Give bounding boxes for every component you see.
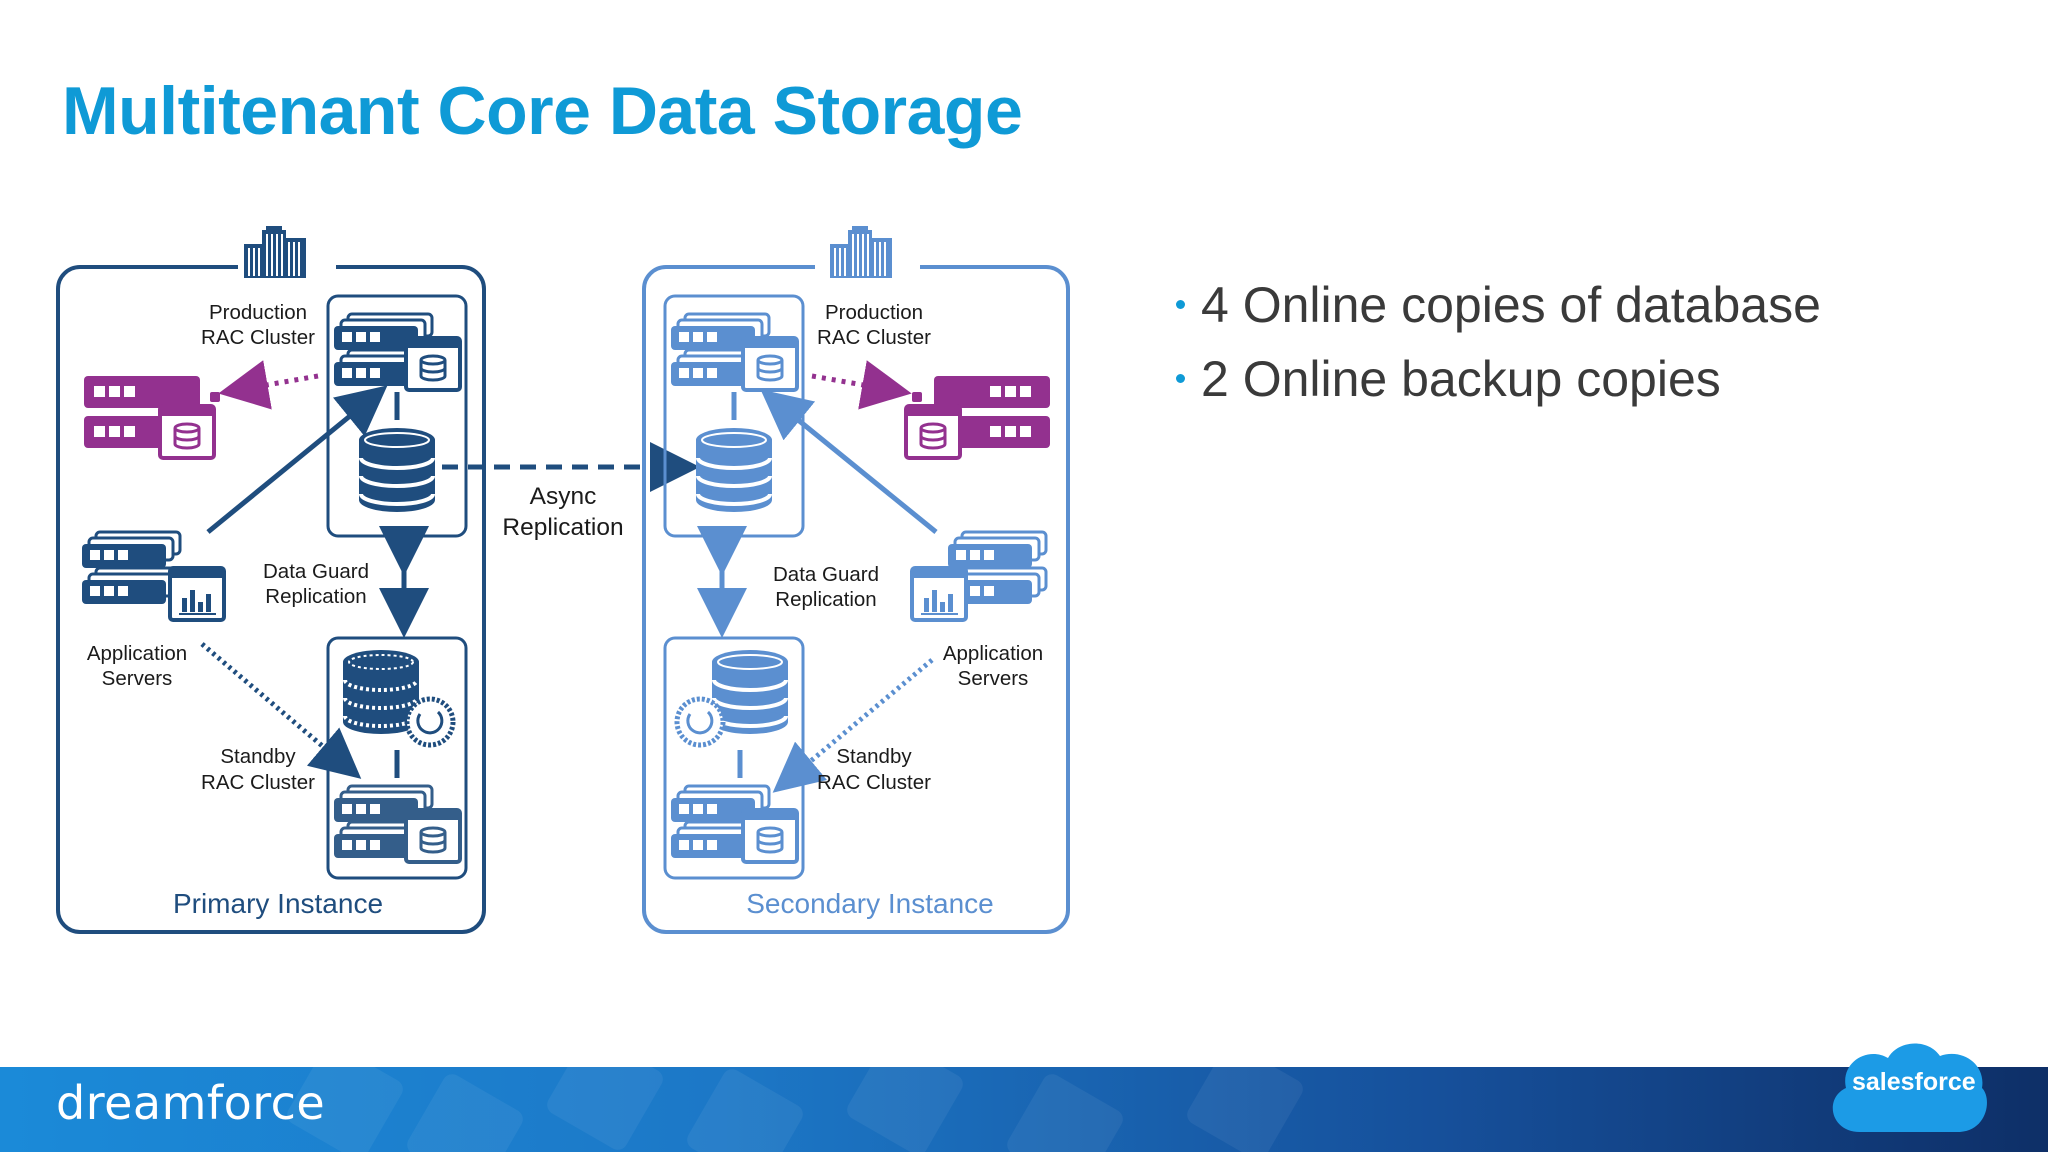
primary-standby-label-1: Standby <box>220 745 296 768</box>
secondary-app-to-production-arrow <box>760 389 938 534</box>
bullet-text: 4 Online copies of database <box>1201 277 1821 333</box>
slide-title: Multitenant Core Data Storage <box>62 73 1023 149</box>
primary-dataguard-label-2: Replication <box>265 585 366 608</box>
secondary-instance-frame <box>642 265 1070 934</box>
salesforce-logo-text: salesforce <box>1852 1068 1976 1096</box>
building-icon <box>829 225 893 279</box>
bullet-item: 4 Online copies of database <box>1176 268 1821 342</box>
bullet-item: 2 Online backup copies <box>1176 342 1821 416</box>
database-icon <box>694 426 774 514</box>
secondary-instance: Production RAC Cluster Data Guard Replic… <box>642 225 1070 934</box>
primary-app-to-production-arrow <box>206 385 388 534</box>
primary-instance: Production RAC Cluster Data Guard Replic… <box>56 225 486 934</box>
chart-window-icon <box>910 566 968 622</box>
secondary-dataguard-label-2: Replication <box>775 588 876 611</box>
primary-standby-label-2: RAC Cluster <box>201 771 315 794</box>
primary-production-label-2: RAC Cluster <box>201 326 315 349</box>
bullet-list: 4 Online copies of database 2 Online bac… <box>1176 268 1821 416</box>
standby-database-window-icon <box>741 808 799 864</box>
secondary-app-label-2: Servers <box>958 667 1029 690</box>
secondary-app-to-standby-arrow <box>772 658 934 793</box>
secondary-instance-label: Secondary Instance <box>746 888 994 919</box>
lock-icon <box>210 392 220 402</box>
lock-icon <box>912 392 922 402</box>
database-icon <box>357 426 437 514</box>
async-label-1: Async <box>530 483 597 510</box>
salesforce-logo <box>1832 1043 1987 1132</box>
primary-instance-label: Primary Instance <box>173 888 383 919</box>
secondary-standby-label-2: RAC Cluster <box>817 771 931 794</box>
primary-backup-server <box>84 376 220 460</box>
standby-database-window-icon <box>404 808 462 864</box>
secondary-standby-label-1: Standby <box>836 745 912 768</box>
building-icon <box>243 225 307 279</box>
async-label-2: Replication <box>502 514 623 541</box>
database-window-icon <box>404 336 462 392</box>
refresh-icon <box>674 696 726 748</box>
dreamforce-logo: dreamforce <box>56 1076 326 1130</box>
architecture-diagram: Production RAC Cluster Data Guard Replic… <box>56 225 1070 934</box>
bullet-text: 2 Online backup copies <box>1201 351 1721 407</box>
secondary-backup-server <box>904 376 1050 460</box>
primary-backup-arrow <box>218 360 319 410</box>
footer-bar <box>0 1067 2048 1152</box>
primary-dataguard-label-1: Data Guard <box>263 560 369 583</box>
primary-app-label-2: Servers <box>102 667 173 690</box>
chart-window-icon <box>168 566 226 622</box>
secondary-backup-arrow <box>811 360 912 410</box>
primary-production-label-1: Production <box>209 301 307 324</box>
primary-app-label-1: Application <box>87 642 187 665</box>
database-window-icon <box>741 336 799 392</box>
primary-application-servers <box>80 530 226 622</box>
refresh-icon <box>404 696 456 748</box>
secondary-app-label-1: Application <box>943 642 1043 665</box>
primary-instance-frame <box>56 265 486 934</box>
bullet-dot-icon <box>1176 374 1185 384</box>
secondary-application-servers <box>910 530 1048 622</box>
secondary-dataguard-label-1: Data Guard <box>773 563 879 586</box>
secondary-production-label-2: RAC Cluster <box>817 326 931 349</box>
secondary-production-label-1: Production <box>825 301 923 324</box>
bullet-dot-icon <box>1176 300 1185 310</box>
